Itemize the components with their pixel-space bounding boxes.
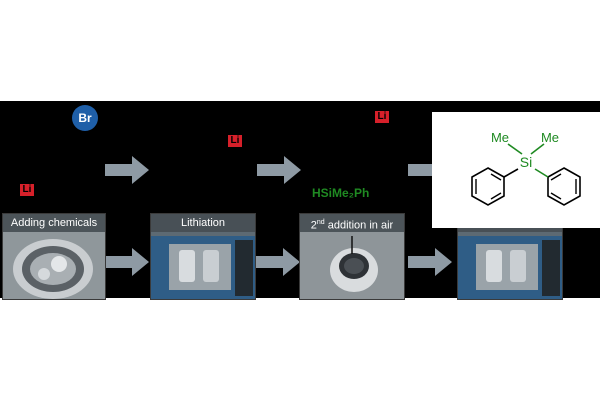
si-atom-label: Si [520, 154, 532, 170]
caption-ordinal: 2 [310, 219, 317, 232]
arrow-right-icon [257, 156, 301, 184]
bond-si-methyl-1 [507, 143, 523, 155]
arrow-right-icon [105, 248, 149, 276]
panel-caption: Adding chemicals [3, 214, 105, 232]
reagent-label: HSiMe₂Ph [312, 186, 370, 200]
caption-rest: addition in air [324, 219, 394, 232]
photo-panel-lithiation: Lithiation [150, 213, 256, 300]
arrow-right-icon [105, 156, 149, 184]
methyl-label-1: Me [491, 130, 509, 145]
methyl-label-2: Me [541, 130, 559, 145]
photo-panel-adding-chemicals: Adding chemicals [2, 213, 106, 300]
bond-si-methyl-2 [530, 143, 545, 155]
photo-panel-second-addition: 2nd addition in air [299, 213, 405, 300]
arrow-right-icon [408, 248, 452, 276]
silane-structure-diagram: Si Me Me [471, 130, 581, 206]
product-structure: Si Me Me [432, 112, 600, 228]
milling-jar-photo [3, 214, 105, 299]
bond-si-phenyl-left [503, 168, 519, 178]
panel-caption: Lithiation [151, 214, 255, 232]
benzene-ring-left [471, 167, 505, 206]
panel-caption: 2nd addition in air [300, 214, 404, 232]
arrow-right-icon [256, 248, 300, 276]
bromine-badge: Br [72, 105, 98, 131]
benzene-ring-right [547, 167, 581, 206]
lithium-mark-3: Li [20, 184, 34, 196]
lithium-mark-1: Li [228, 135, 242, 147]
bond-si-phenyl-right [534, 168, 549, 178]
bromine-label: Br [78, 111, 92, 125]
caption-superscript: nd [316, 219, 325, 226]
lithium-mark-2: Li [375, 111, 389, 123]
